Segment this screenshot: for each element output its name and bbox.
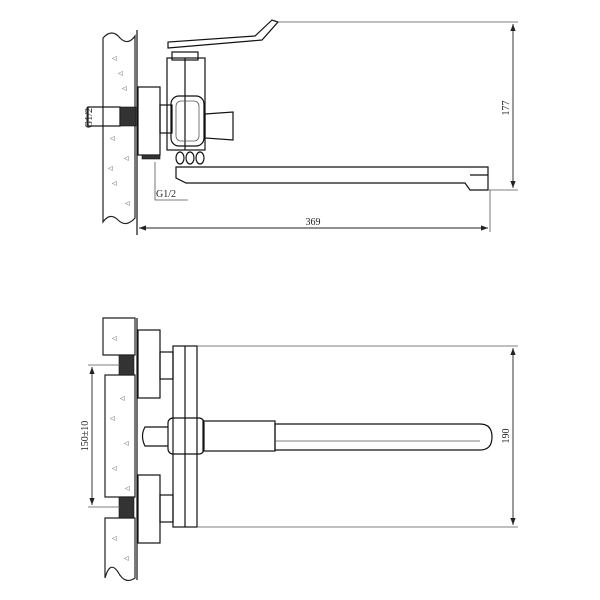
inlet-thread <box>119 106 137 127</box>
inlet-thread-label: G1/2 <box>84 108 95 128</box>
diverter-housing <box>170 95 205 147</box>
svg-text:◁: ◁ <box>110 416 115 422</box>
svg-text:◁: ◁ <box>124 441 129 447</box>
connector-upper <box>159 351 174 380</box>
lever-handle <box>167 19 280 49</box>
connector-lower <box>159 494 174 523</box>
svg-text:◁: ◁ <box>124 556 129 562</box>
outlet-thread-label: G1/2 <box>156 189 176 200</box>
flange-lower <box>137 474 161 544</box>
aerator-rings <box>175 151 205 165</box>
wall-hatch: ◁ ◁ ◁ ◁ ◁ ◁ ◁ ◁ <box>108 56 130 207</box>
svg-text:◁: ◁ <box>108 166 113 172</box>
handle-hub <box>167 417 205 455</box>
eccentric-connector <box>159 104 173 134</box>
faucet-body <box>166 57 206 151</box>
svg-text:◁: ◁ <box>112 56 117 62</box>
length-dimension-label: 369 <box>306 217 321 228</box>
inlet-thread-lower <box>118 496 135 519</box>
outlet-leader <box>154 162 188 201</box>
svg-text:◁: ◁ <box>118 71 123 77</box>
flange-upper <box>137 329 161 399</box>
wall-section-top <box>102 317 136 356</box>
spout <box>175 166 489 191</box>
inlet-thread-upper <box>118 354 135 376</box>
diverter-knob <box>204 111 234 141</box>
mounting-flange <box>137 86 161 156</box>
svg-text:◁: ◁ <box>112 181 117 187</box>
top-height-dimension-label: 190 <box>501 429 512 444</box>
svg-text:◁: ◁ <box>112 536 117 542</box>
height-dimension-label: 177 <box>501 101 512 116</box>
side-view: ◁◁◁ ◁◁◁ ◁◁ 177 369 G1/2 G1 <box>84 19 518 235</box>
lever-arm <box>202 420 276 452</box>
svg-text:◁: ◁ <box>125 201 130 207</box>
svg-text:◁: ◁ <box>112 466 117 472</box>
diverter-knob-top <box>141 426 168 447</box>
wall-hatch-top: ◁ ◁ ◁ ◁ ◁ ◁ ◁ ◁ <box>110 336 130 562</box>
outlet-thread <box>141 154 161 160</box>
wall-section-bottom <box>104 517 136 582</box>
svg-text:◁: ◁ <box>122 86 127 92</box>
top-view: ◁ ◁ ◁ ◁ ◁ ◁ ◁ ◁ 190 150±10 <box>80 317 518 582</box>
svg-text:◁: ◁ <box>124 156 129 162</box>
spout-top <box>274 423 493 451</box>
svg-text:◁: ◁ <box>125 486 130 492</box>
svg-text:◁: ◁ <box>110 136 115 142</box>
svg-text:◁: ◁ <box>120 396 125 402</box>
svg-text:◁: ◁ <box>112 336 117 342</box>
centers-dimension-label: 150±10 <box>80 421 91 452</box>
wall-section <box>102 32 136 225</box>
wall-section-middle <box>104 374 136 498</box>
